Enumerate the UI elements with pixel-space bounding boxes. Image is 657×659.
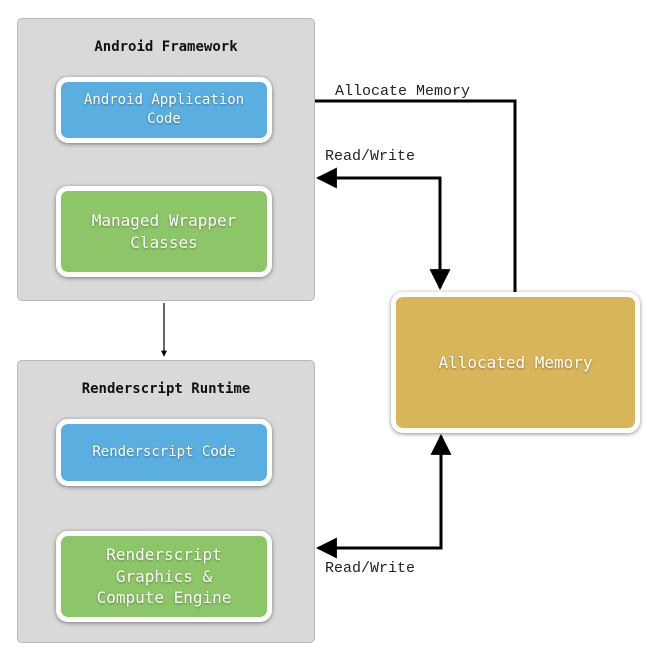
renderscript-code-node: Renderscript Code <box>56 419 272 486</box>
android-framework-title: Android Framework <box>94 39 238 55</box>
allocate-memory-label: Allocate Memory <box>335 83 471 100</box>
managed-wrapper-classes-node: Managed Wrapper Classes <box>56 186 272 277</box>
allocate-memory-connector <box>315 99 517 293</box>
renderscript-engine-node: Renderscript Graphics & Compute Engine <box>56 531 272 622</box>
readwrite-top-connector <box>315 167 451 291</box>
readwrite-top-label: Read/Write <box>325 148 416 165</box>
readwrite-bottom-label: Read/Write <box>325 560 416 577</box>
readwrite-bottom-connector <box>315 433 452 559</box>
android-application-code-node: Android Application Code <box>56 77 272 143</box>
allocated-memory-node: Allocated Memory <box>391 292 640 433</box>
renderscript-runtime-title: Renderscript Runtime <box>81 381 251 397</box>
